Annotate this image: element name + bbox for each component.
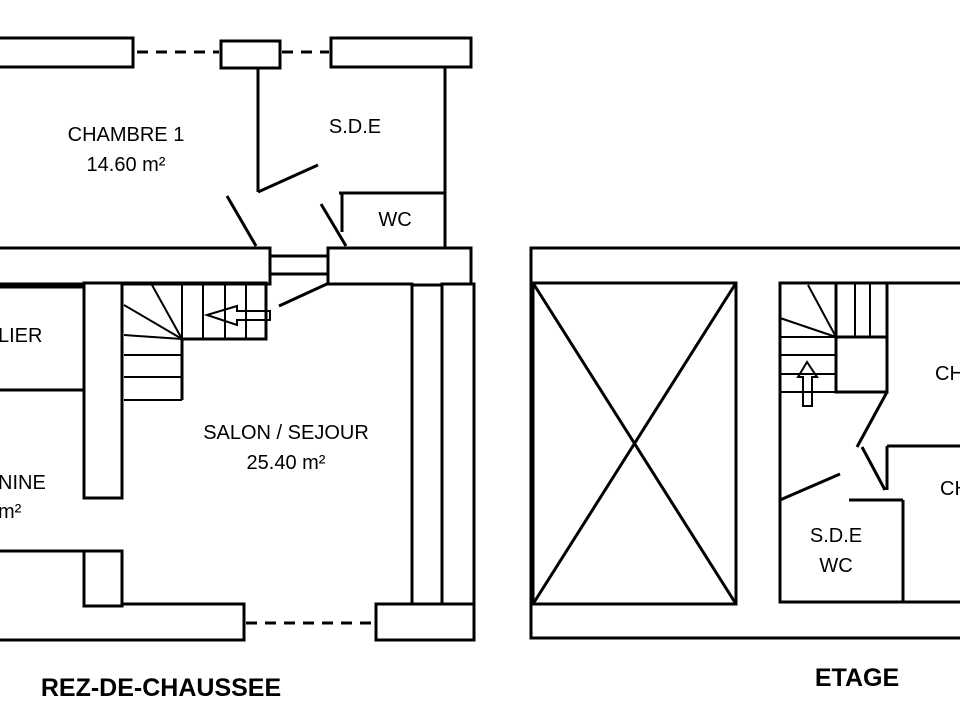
void-opening [531, 281, 738, 606]
door [855, 391, 889, 448]
wall [326, 246, 473, 287]
stair-tread [123, 304, 183, 340]
room-name-sde: S.D.E [329, 116, 381, 138]
ground-floor-title: REZ-DE-CHAUSSEE [41, 674, 281, 702]
wall [329, 36, 473, 69]
wall [219, 39, 282, 70]
stair-landing [834, 335, 889, 394]
wall [0, 246, 272, 286]
wall [268, 254, 330, 276]
room-area-chambre-1: 14.60 m² [87, 154, 166, 176]
door [319, 203, 348, 247]
room-name-salon-sejour: SALON / SEJOUR [203, 422, 369, 444]
room-name-chambre-3: CH [940, 478, 960, 500]
room-name-chambre-1: CHAMBRE 1 [68, 124, 185, 146]
room-name-sde-upper: S.D.E [810, 525, 862, 547]
stair-arrow-icon [796, 360, 819, 407]
door [225, 195, 258, 247]
void-cross [531, 282, 738, 605]
stair-tread [807, 284, 837, 338]
door [257, 163, 319, 194]
door [278, 281, 330, 308]
ground-floor-plan: CHAMBRE 1 14.60 m² S.D.E WC LIER NINE m²… [0, 36, 476, 702]
staircase [122, 281, 271, 401]
stair-tread [123, 334, 183, 340]
door [779, 472, 841, 502]
stair-tread [151, 284, 183, 340]
wall [82, 281, 124, 500]
wall [374, 602, 476, 642]
stair-arrow-icon [203, 304, 271, 327]
wall [82, 549, 124, 608]
room-area-cuisine: m² [0, 501, 22, 523]
wall [0, 36, 135, 69]
room-name-chambre-2: CH [935, 363, 960, 385]
room-name-atelier: LIER [0, 325, 42, 347]
room-name-wc: WC [378, 209, 411, 231]
staircase [779, 281, 889, 407]
stair-tread [779, 317, 837, 338]
upper-floor-plan: CH CH S.D.E WC ETAGE [529, 246, 960, 692]
room-area-salon-sejour: 25.40 m² [247, 452, 326, 474]
upper-floor-title: ETAGE [815, 664, 899, 692]
room-name-cuisine: NINE [0, 472, 46, 494]
door [860, 446, 887, 491]
room-name-wc-upper: WC [819, 555, 852, 577]
wall [440, 282, 476, 606]
